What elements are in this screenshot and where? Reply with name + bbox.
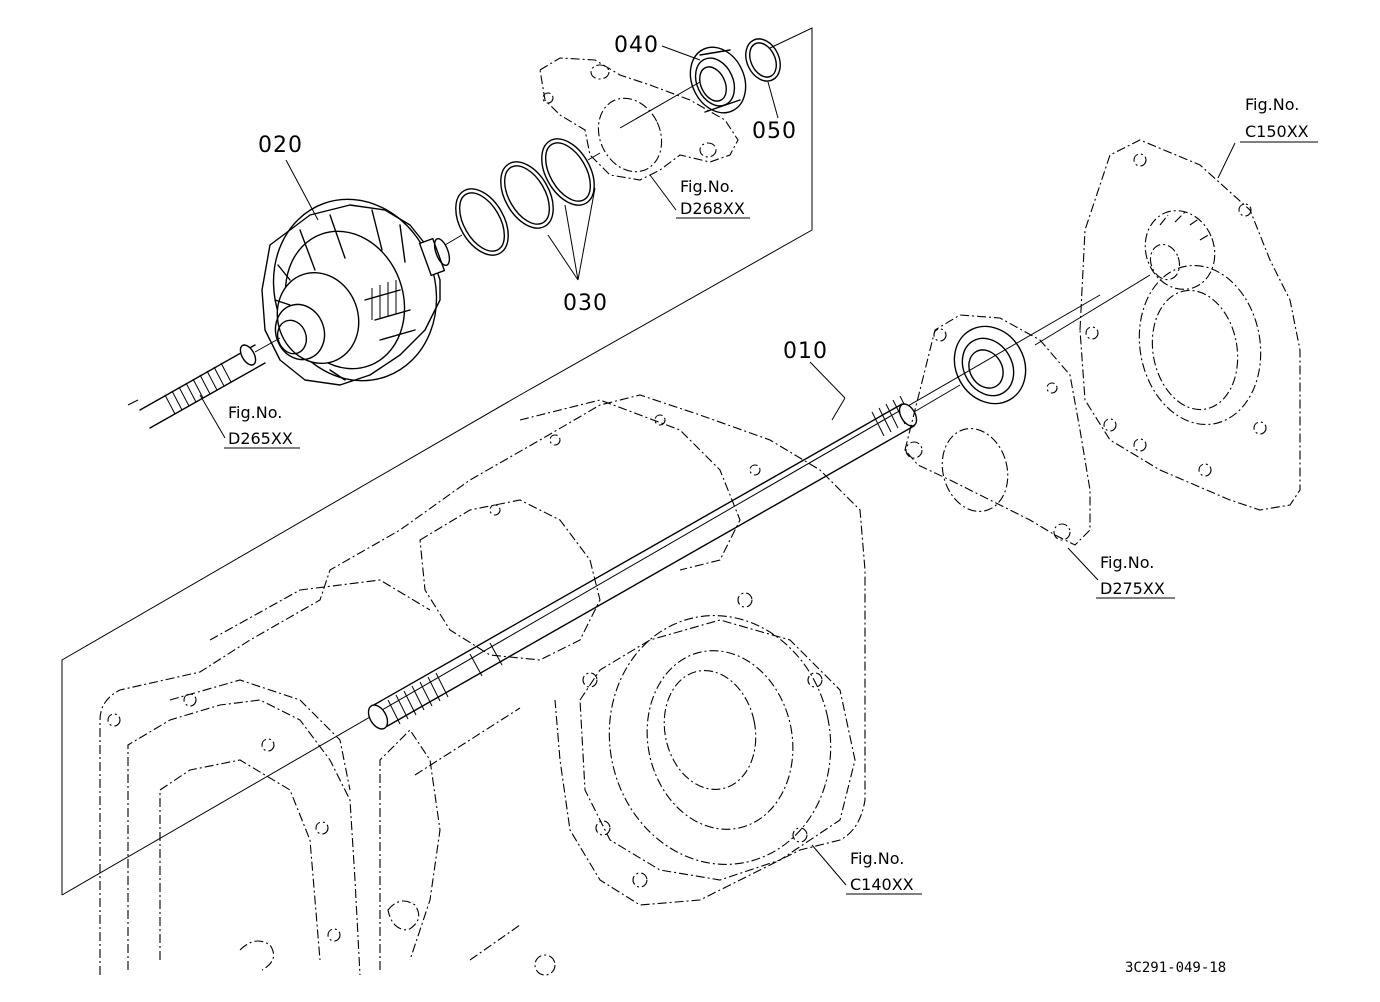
clutch-pack-020 — [261, 198, 451, 386]
part-label-040: 040 — [614, 33, 659, 58]
part-labels: 010 020 030 040 050 — [258, 33, 828, 364]
shaft-010 — [367, 274, 1151, 730]
leader-lines — [199, 45, 1236, 886]
figure-ref-code: D275XX — [1100, 579, 1165, 598]
transmission-case-outline — [99, 394, 866, 976]
figure-ref-title: Fig.No. — [850, 849, 904, 868]
seal-rings-030 — [444, 138, 601, 256]
figure-ref-title: Fig.No. — [1245, 95, 1299, 114]
figure-reference-d268[interactable]: Fig.No. D268XX — [676, 177, 750, 219]
input-shaft-d265 — [127, 337, 281, 429]
figure-reference-c150[interactable]: Fig.No. C150XX — [1240, 95, 1318, 143]
figure-ref-title: Fig.No. — [680, 177, 734, 196]
cover-d275 — [904, 314, 1091, 546]
figure-ref-code: D265XX — [228, 429, 293, 448]
figure-reference-d265[interactable]: Fig.No. D265XX — [224, 403, 300, 449]
part-label-050: 050 — [752, 119, 797, 144]
part-label-020: 020 — [258, 133, 303, 158]
drawing-code: 3C291-049-18 — [1125, 960, 1226, 976]
figure-reference-c140[interactable]: Fig.No. C140XX — [846, 849, 922, 895]
part-label-030: 030 — [563, 291, 608, 316]
figure-ref-title: Fig.No. — [228, 403, 282, 422]
figure-ref-title: Fig.No. — [1100, 553, 1154, 572]
housing-d268 — [539, 57, 739, 181]
bearing-040 — [689, 46, 747, 114]
assembly-boundary — [61, 27, 1101, 896]
figure-ref-code: C140XX — [850, 875, 914, 894]
figure-ref-code: C150XX — [1245, 122, 1309, 141]
figure-reference-d275[interactable]: Fig.No. D275XX — [1096, 553, 1175, 599]
circlip-050 — [745, 38, 781, 82]
housing-c150 — [1079, 139, 1301, 511]
figure-ref-code: D268XX — [680, 199, 745, 218]
part-label-010: 010 — [783, 339, 828, 364]
